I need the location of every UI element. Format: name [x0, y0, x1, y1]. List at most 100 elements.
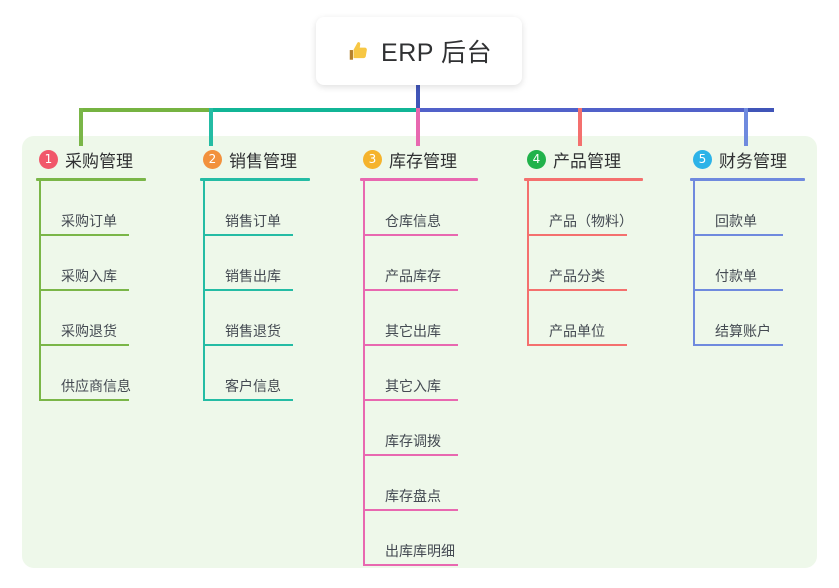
menu-item-rule — [693, 289, 783, 291]
column-badge-5: 5 — [693, 149, 712, 169]
column-header-3[interactable]: 3 库存管理 — [360, 144, 520, 174]
menu-item-label: 产品分类 — [549, 268, 605, 284]
menu-item[interactable]: 产品单位 — [527, 291, 689, 346]
column-spine-5 — [693, 181, 695, 346]
menu-item-label: 采购入库 — [61, 268, 117, 284]
menu-item-label: 客户信息 — [225, 378, 281, 394]
column-header-4[interactable]: 4 产品管理 — [524, 144, 689, 174]
column-items-1: 采购订单采购入库采购退货供应商信息 — [39, 181, 186, 401]
column-badge-1: 1 — [39, 149, 58, 169]
menu-item[interactable]: 结算账户 — [693, 291, 839, 346]
menu-item[interactable]: 采购入库 — [39, 236, 186, 291]
menu-item[interactable]: 其它出库 — [363, 291, 520, 346]
column-header-rule-3 — [360, 178, 478, 181]
menu-item-rule — [203, 234, 293, 236]
menu-item[interactable]: 仓库信息 — [363, 181, 520, 236]
connector-drop-3 — [416, 108, 420, 146]
connector-bus-segment-2 — [209, 108, 418, 112]
menu-item-rule — [693, 344, 783, 346]
column-header-rule-5 — [690, 178, 805, 181]
column-header-2[interactable]: 2 销售管理 — [200, 144, 350, 174]
column-title-1: 采购管理 — [65, 151, 133, 171]
menu-item-label: 采购订单 — [61, 213, 117, 229]
menu-item[interactable]: 产品库存 — [363, 236, 520, 291]
menu-item-label: 付款单 — [715, 268, 757, 284]
column-spine-2 — [203, 181, 205, 401]
column-items-3: 仓库信息产品库存其它出库其它入库库存调拨库存盘点出库库明细 — [363, 181, 520, 566]
menu-item[interactable]: 库存盘点 — [363, 456, 520, 511]
connector-bus-segment-1 — [79, 108, 211, 112]
menu-item[interactable]: 销售订单 — [203, 181, 350, 236]
column-header-1[interactable]: 1 采购管理 — [36, 144, 186, 174]
menu-item[interactable]: 客户信息 — [203, 346, 350, 401]
menu-item-rule — [693, 234, 783, 236]
menu-item[interactable]: 出库库明细 — [363, 511, 520, 566]
menu-item[interactable]: 产品（物料） — [527, 181, 689, 236]
column-items-5: 回款单付款单结算账户 — [693, 181, 839, 346]
diagram-panel-background — [22, 136, 817, 568]
menu-item-label: 结算账户 — [715, 323, 771, 339]
column-库存管理: 3 库存管理仓库信息产品库存其它出库其它入库库存调拨库存盘点出库库明细 — [360, 144, 520, 566]
connector-drop-1 — [79, 108, 83, 146]
menu-item-rule — [363, 399, 458, 401]
menu-item-rule — [39, 344, 129, 346]
column-spine-1 — [39, 181, 41, 401]
menu-item[interactable]: 其它入库 — [363, 346, 520, 401]
menu-item-rule — [527, 234, 627, 236]
column-badge-4: 4 — [527, 149, 546, 169]
menu-item[interactable]: 供应商信息 — [39, 346, 186, 401]
column-采购管理: 1 采购管理采购订单采购入库采购退货供应商信息 — [36, 144, 186, 401]
menu-item-rule — [203, 289, 293, 291]
column-title-2: 销售管理 — [229, 151, 297, 171]
column-销售管理: 2 销售管理销售订单销售出库销售退货客户信息 — [200, 144, 350, 401]
menu-item-rule — [363, 564, 458, 566]
menu-item-rule — [363, 454, 458, 456]
menu-item-label: 回款单 — [715, 213, 757, 229]
column-title-3: 库存管理 — [389, 151, 457, 171]
column-header-rule-1 — [36, 178, 146, 181]
connector-drop-4 — [578, 108, 582, 146]
column-badge-3: 3 — [363, 149, 382, 169]
column-items-4: 产品（物料） 产品分类产品单位 — [527, 181, 689, 346]
menu-item-rule — [363, 289, 458, 291]
menu-item-rule — [363, 234, 458, 236]
menu-item-label: 其它入库 — [385, 378, 441, 394]
menu-item-rule — [527, 289, 627, 291]
menu-item[interactable]: 采购订单 — [39, 181, 186, 236]
menu-item[interactable]: 回款单 — [693, 181, 839, 236]
menu-item-label: 仓库信息 — [385, 213, 441, 229]
menu-item-label: 销售出库 — [225, 268, 281, 284]
column-spine-4 — [527, 181, 529, 346]
menu-item-rule — [363, 344, 458, 346]
column-items-2: 销售订单销售出库销售退货客户信息 — [203, 181, 350, 401]
menu-item[interactable]: 销售退货 — [203, 291, 350, 346]
column-header-rule-2 — [200, 178, 310, 181]
menu-item-rule — [527, 344, 627, 346]
menu-item-label: 产品库存 — [385, 268, 441, 284]
menu-item-label: 其它出库 — [385, 323, 441, 339]
root-node-card[interactable]: ERP 后台 — [316, 17, 522, 85]
menu-item-rule — [39, 399, 129, 401]
menu-item[interactable]: 付款单 — [693, 236, 839, 291]
connector-bus-segment-3 — [416, 108, 748, 112]
column-spine-3 — [363, 181, 365, 566]
menu-item[interactable]: 销售出库 — [203, 236, 350, 291]
menu-item-rule — [203, 399, 293, 401]
connector-drop-2 — [209, 108, 213, 146]
menu-item[interactable]: 库存调拨 — [363, 401, 520, 456]
menu-item[interactable]: 产品分类 — [527, 236, 689, 291]
menu-item-rule — [39, 234, 129, 236]
root-node-title: ERP 后台 — [381, 39, 492, 67]
thumbs-up-icon — [346, 39, 371, 64]
menu-item-label: 库存调拨 — [385, 433, 441, 449]
connector-drop-5 — [744, 108, 748, 146]
column-title-4: 产品管理 — [553, 151, 621, 171]
menu-item-label: 库存盘点 — [385, 488, 441, 504]
column-产品管理: 4 产品管理产品（物料） 产品分类产品单位 — [524, 144, 689, 346]
menu-item-rule — [203, 344, 293, 346]
menu-item[interactable]: 采购退货 — [39, 291, 186, 346]
column-badge-2: 2 — [203, 149, 222, 169]
